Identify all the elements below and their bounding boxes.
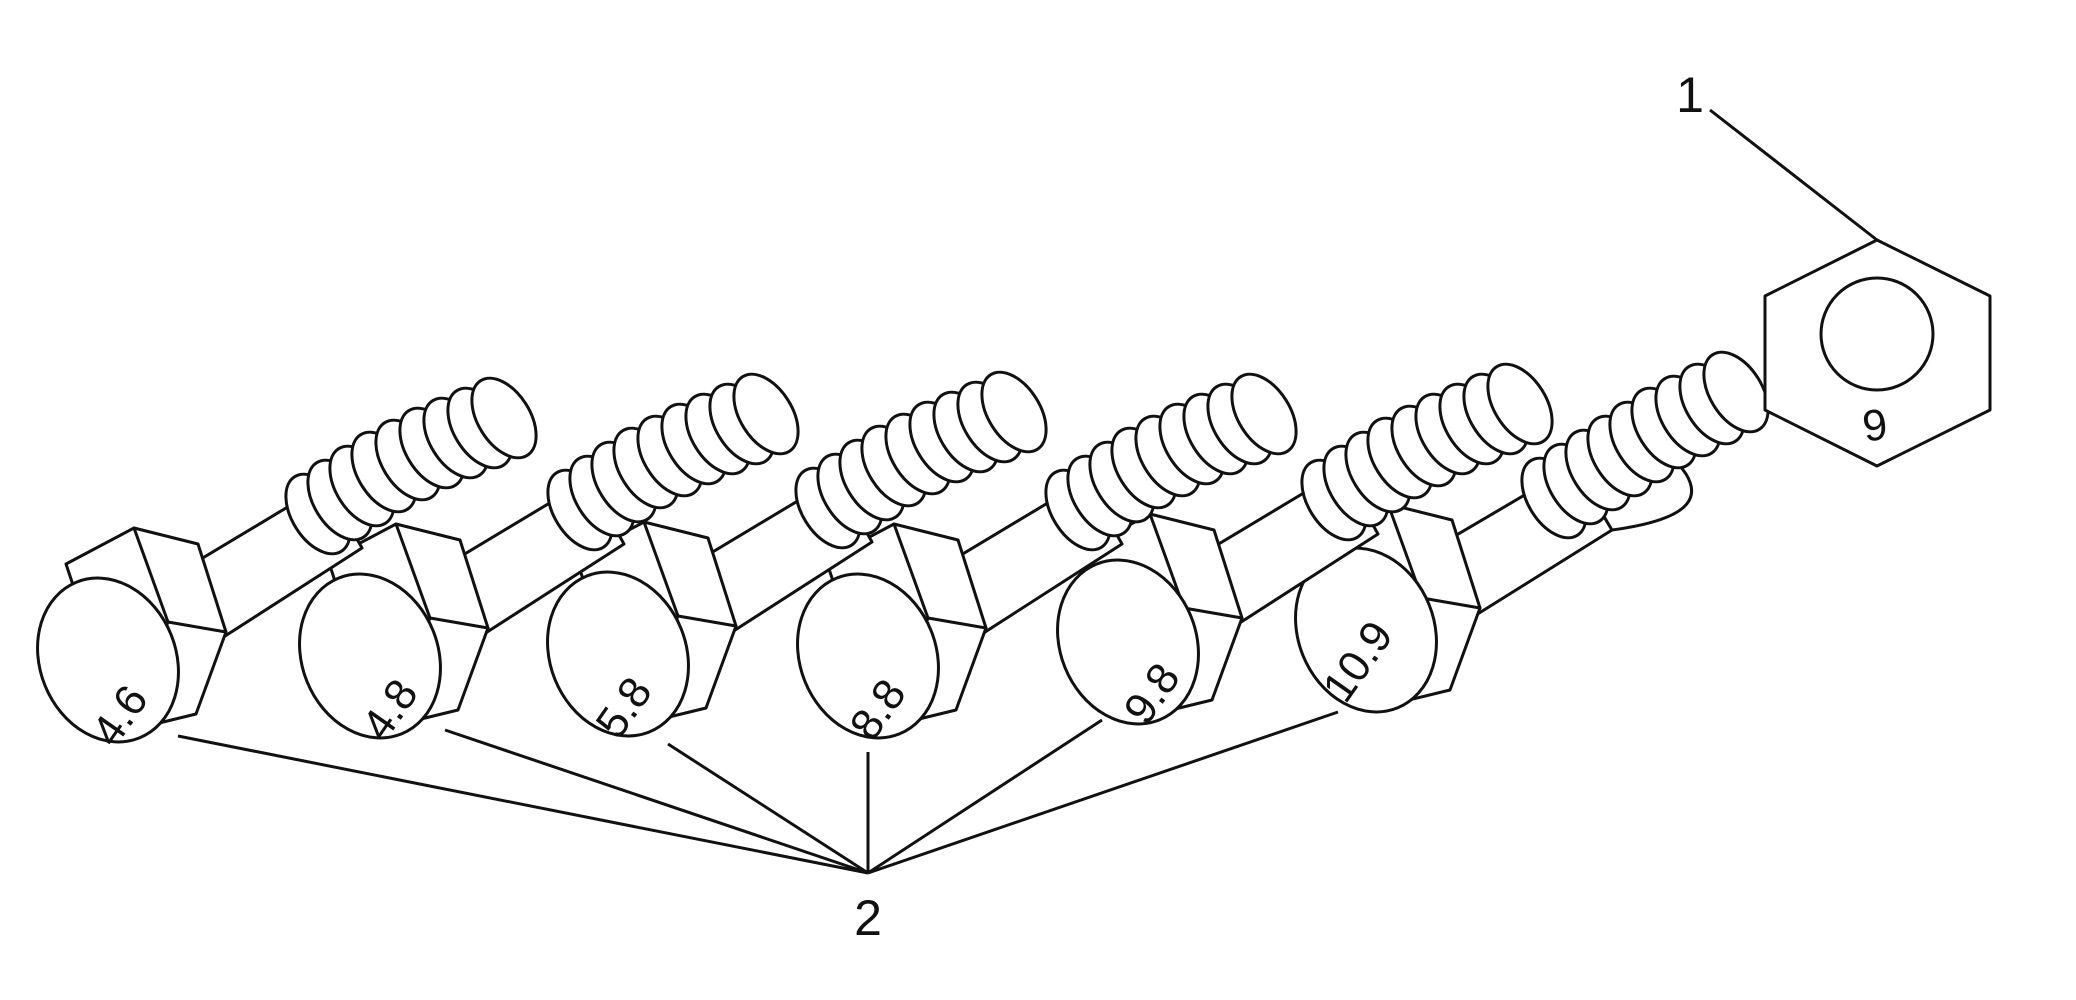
bolt-head-face — [36, 576, 180, 744]
leader-bolt-5 — [867, 718, 1103, 875]
leader-bolt-2 — [444, 728, 869, 875]
leader-bolt-6 — [867, 710, 1339, 875]
bolt-5-8: 5.8 — [546, 370, 1048, 747]
callout-2: 2 — [854, 890, 882, 946]
hex-nut: 9 — [1763, 238, 1992, 468]
nut-hole — [1819, 276, 1935, 392]
bolt-head-face — [546, 570, 690, 738]
bolt-8-8: 8.8 — [796, 372, 1298, 749]
bolt-10-9: 10.9 — [1294, 350, 1770, 714]
leader-bolt-1 — [177, 734, 869, 875]
bolt-head-face — [796, 572, 940, 740]
bolt-9-8: 9.8 — [1056, 362, 1554, 733]
bolt-head-face — [298, 572, 442, 740]
leader-nut — [1709, 108, 1878, 242]
leader-bolt-3 — [667, 742, 869, 875]
callout-1: 1 — [1676, 67, 1704, 123]
bolt-4-8: 4.8 — [298, 372, 800, 749]
bolt-4-6: 4.6 — [36, 376, 538, 755]
bolt-leader-lines — [177, 710, 1339, 875]
bolt-head-face — [1056, 558, 1200, 726]
